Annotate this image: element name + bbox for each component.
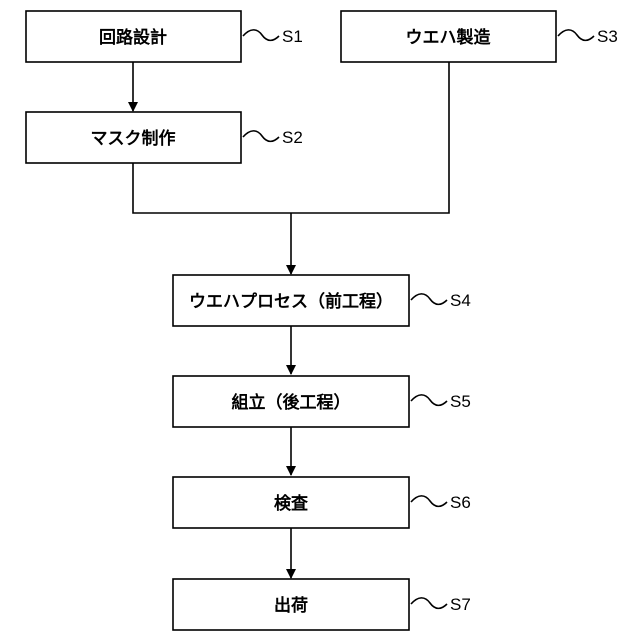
step-ref-s6: S6 bbox=[411, 493, 471, 512]
step-label-s2: マスク制作 bbox=[91, 128, 176, 149]
step-label-s4: ウエハプロセス（前工程） bbox=[189, 291, 393, 312]
step-label-s5: 組立（後工程） bbox=[232, 392, 351, 413]
step-ref-label-s4: S4 bbox=[450, 291, 471, 310]
step-ref-s3: S3 bbox=[558, 27, 618, 46]
leader-squiggle-s7 bbox=[411, 598, 447, 609]
step-ref-label-s6: S6 bbox=[450, 493, 471, 512]
step-ref-s5: S5 bbox=[411, 392, 471, 411]
leader-squiggle-s2 bbox=[243, 131, 279, 142]
step-label-s7: 出荷 bbox=[274, 595, 308, 616]
step-ref-label-s7: S7 bbox=[450, 595, 471, 614]
step-s1: 回路設計 bbox=[26, 11, 241, 62]
step-ref-label-s2: S2 bbox=[282, 128, 303, 147]
step-ref-label-s1: S1 bbox=[282, 27, 303, 46]
step-ref-s4: S4 bbox=[411, 291, 471, 310]
leader-squiggle-s4 bbox=[411, 294, 447, 305]
step-label-s1: 回路設計 bbox=[99, 27, 167, 48]
step-s2: マスク制作 bbox=[26, 112, 241, 163]
connector-s3-to-merge bbox=[291, 62, 449, 213]
step-ref-s7: S7 bbox=[411, 595, 471, 614]
leader-squiggle-s3 bbox=[558, 30, 594, 41]
step-label-s6: 検査 bbox=[274, 493, 309, 514]
step-s3: ウエハ製造 bbox=[341, 11, 556, 62]
connector-s2-to-merge bbox=[133, 163, 291, 213]
step-s4: ウエハプロセス（前工程） bbox=[173, 275, 409, 326]
step-ref-label-s3: S3 bbox=[597, 27, 618, 46]
leader-squiggle-s5 bbox=[411, 395, 447, 406]
step-s7: 出荷 bbox=[173, 579, 409, 630]
step-ref-label-s5: S5 bbox=[450, 392, 471, 411]
leader-squiggle-s1 bbox=[243, 30, 279, 41]
step-ref-s1: S1 bbox=[243, 27, 303, 46]
step-label-s3: ウエハ製造 bbox=[406, 27, 492, 48]
step-s5: 組立（後工程） bbox=[173, 376, 409, 427]
leader-squiggle-s6 bbox=[411, 496, 447, 507]
step-s6: 検査 bbox=[173, 477, 409, 528]
step-ref-s2: S2 bbox=[243, 128, 303, 147]
